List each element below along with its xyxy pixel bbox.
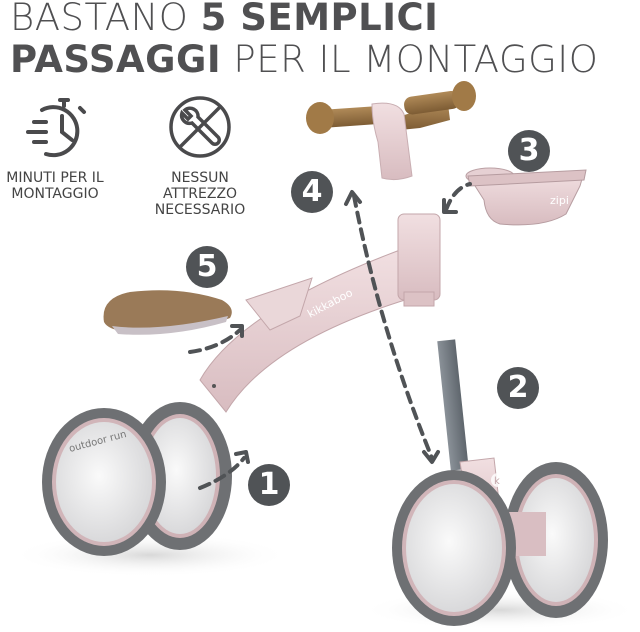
headline-light-text: PER IL MONTAGGIO xyxy=(221,38,599,81)
stopwatch-icon xyxy=(26,98,86,158)
front-wheels-part: k xyxy=(392,462,608,626)
step-badge-1: 1 xyxy=(248,464,290,506)
headline-line-1: BASTANO 5 SEMPLICI xyxy=(10,0,438,38)
caption-line: MINUTI PER IL xyxy=(6,170,104,186)
feature-assembly-minutes: MINUTI PER IL MONTAGGIO xyxy=(0,92,110,202)
step-badge-5: 5 xyxy=(186,246,228,288)
svg-text:k: k xyxy=(494,476,500,487)
step-5-arrow xyxy=(188,328,242,354)
headline-bold-text: 5 SEMPLICI xyxy=(200,0,439,39)
headline-light-text: BASTANO xyxy=(10,0,201,39)
feature-caption: NESSUN ATTREZZO NECESSARIO xyxy=(140,170,260,218)
caption-line: NECESSARIO xyxy=(154,202,246,218)
step-1-arrow xyxy=(198,456,246,490)
feature-caption: MINUTI PER IL MONTAGGIO xyxy=(0,170,110,202)
step-3-arrow xyxy=(444,182,472,212)
step-badge-2: 2 xyxy=(497,367,539,409)
headline-bold-text: PASSAGGI xyxy=(10,38,222,81)
rear-wheels-part: outdoor run xyxy=(42,402,232,556)
feature-no-tools: NESSUN ATTREZZO NECESSARIO xyxy=(140,92,260,218)
caption-line: NESSUN xyxy=(171,170,229,186)
svg-text:zipi: zipi xyxy=(550,194,569,207)
headline-line-2: PASSAGGI PER IL MONTAGGIO xyxy=(10,40,598,80)
seat-part xyxy=(103,290,232,335)
step-badge-4: 4 xyxy=(291,171,333,213)
handlebar-part xyxy=(306,81,476,181)
no-tools-icon xyxy=(169,96,231,158)
caption-line: ATTREZZO xyxy=(162,186,238,202)
basket-part: zipi xyxy=(465,167,587,226)
caption-line: MONTAGGIO xyxy=(11,186,99,202)
step-badge-3: 3 xyxy=(508,130,550,172)
step-4-2-arrow xyxy=(352,194,434,460)
